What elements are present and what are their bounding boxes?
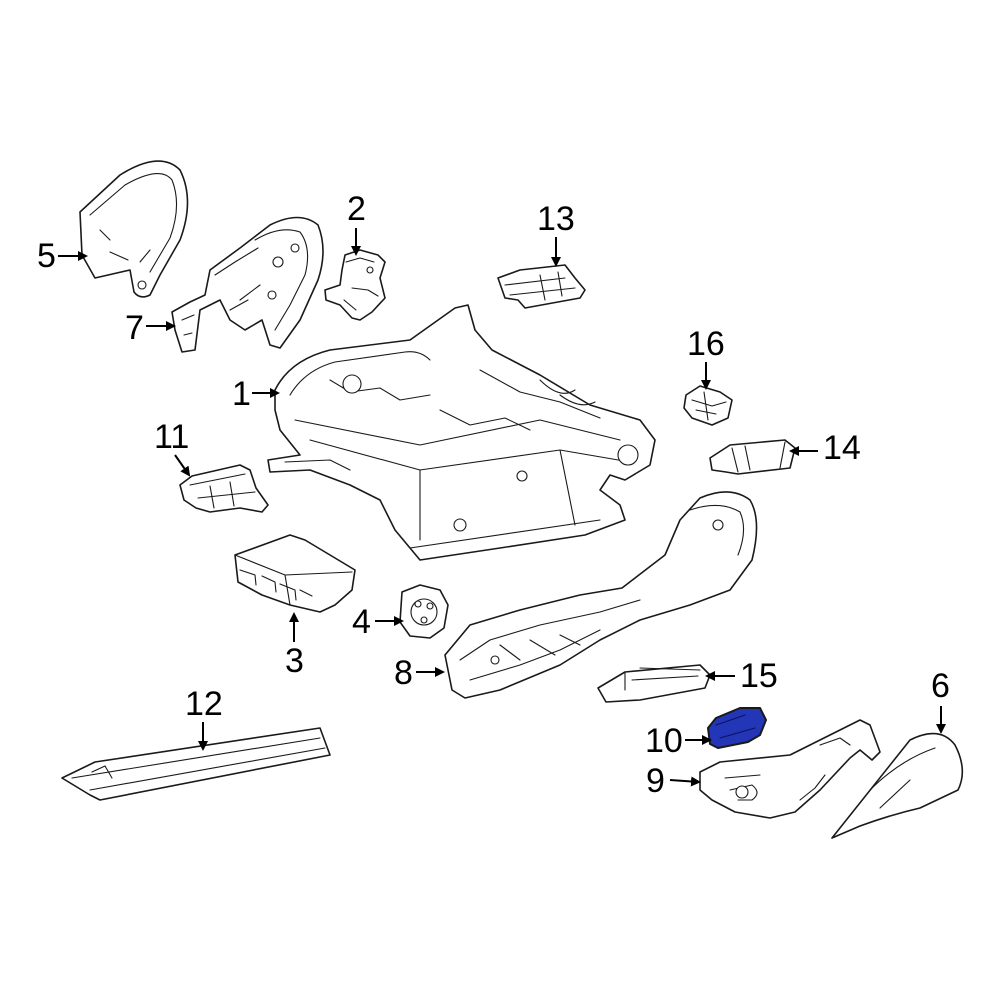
callout-label-3: 3 xyxy=(285,642,304,680)
callout-label-12: 12 xyxy=(185,685,223,723)
callout-label-2: 2 xyxy=(347,190,366,228)
callout-11: 11 xyxy=(154,418,191,477)
callout-4: 4 xyxy=(352,603,404,641)
callout-label-1: 1 xyxy=(232,375,251,413)
callout-7: 7 xyxy=(125,309,176,347)
callout-label-5: 5 xyxy=(37,237,56,275)
callout-6: 6 xyxy=(931,667,950,734)
callout-label-6: 6 xyxy=(931,667,950,705)
part-2-bracket xyxy=(324,249,386,321)
part-3-control-module xyxy=(234,534,356,613)
callout-label-11: 11 xyxy=(154,418,189,456)
callout-label-8: 8 xyxy=(394,654,413,692)
part-10-switch-bezel xyxy=(707,707,767,749)
part-16-connector xyxy=(683,385,733,426)
part-14-motor xyxy=(709,439,796,475)
part-8-side-trim xyxy=(444,491,758,699)
part-4-switch xyxy=(399,584,449,639)
callout-label-4: 4 xyxy=(352,603,371,641)
callout-label-7: 7 xyxy=(125,309,144,347)
callout-15: 15 xyxy=(705,657,778,695)
callout-9: 9 xyxy=(646,762,701,800)
part-13-rail-clip xyxy=(497,264,586,309)
callout-10: 10 xyxy=(645,722,712,760)
callout-label-16: 16 xyxy=(687,325,725,363)
callout-2: 2 xyxy=(347,190,366,256)
part-6-side-cover xyxy=(831,732,964,839)
part-7-recliner-bracket xyxy=(171,216,324,353)
part-12-track-rail xyxy=(61,727,331,801)
callout-12: 12 xyxy=(185,685,223,751)
part-5-side-cover xyxy=(79,160,189,298)
callout-label-14: 14 xyxy=(823,429,861,467)
part-15-sensor xyxy=(597,664,711,703)
callout-3: 3 xyxy=(285,612,304,680)
callout-1: 1 xyxy=(232,375,280,413)
callout-5: 5 xyxy=(37,237,88,275)
part-11-track-cover xyxy=(179,464,269,513)
callout-label-9: 9 xyxy=(646,762,665,800)
callout-13: 13 xyxy=(537,200,575,267)
callout-14: 14 xyxy=(789,429,861,467)
callout-label-15: 15 xyxy=(740,657,778,695)
part-1-seat-frame xyxy=(267,304,656,561)
callout-label-10: 10 xyxy=(645,722,683,760)
callout-8: 8 xyxy=(394,654,445,692)
callout-16: 16 xyxy=(687,325,725,390)
part-9-outer-panel xyxy=(699,719,881,819)
callout-label-13: 13 xyxy=(537,200,575,238)
